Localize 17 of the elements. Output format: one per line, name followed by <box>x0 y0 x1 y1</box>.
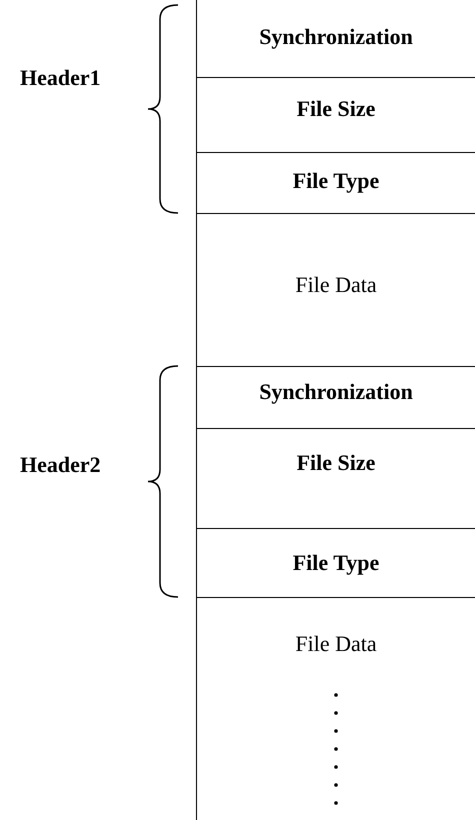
field-label: File Type <box>292 168 380 194</box>
field-label: File Data <box>295 631 377 657</box>
field-label: File Type <box>292 550 380 576</box>
data-section-cell <box>196 597 475 820</box>
data-section-cell <box>196 213 475 366</box>
header-field-cell <box>196 77 475 152</box>
header-field-cell <box>196 366 475 428</box>
field-label: File Data <box>295 272 377 298</box>
header-field-cell <box>196 152 475 213</box>
header-label: Header1 <box>20 65 101 91</box>
header-label: Header2 <box>20 452 101 478</box>
field-label: Synchronization <box>259 24 413 50</box>
field-label: File Size <box>296 450 376 476</box>
header-field-cell <box>196 428 475 528</box>
field-label: Synchronization <box>259 379 413 405</box>
field-label: File Size <box>296 96 376 122</box>
header-field-cell <box>196 528 475 597</box>
